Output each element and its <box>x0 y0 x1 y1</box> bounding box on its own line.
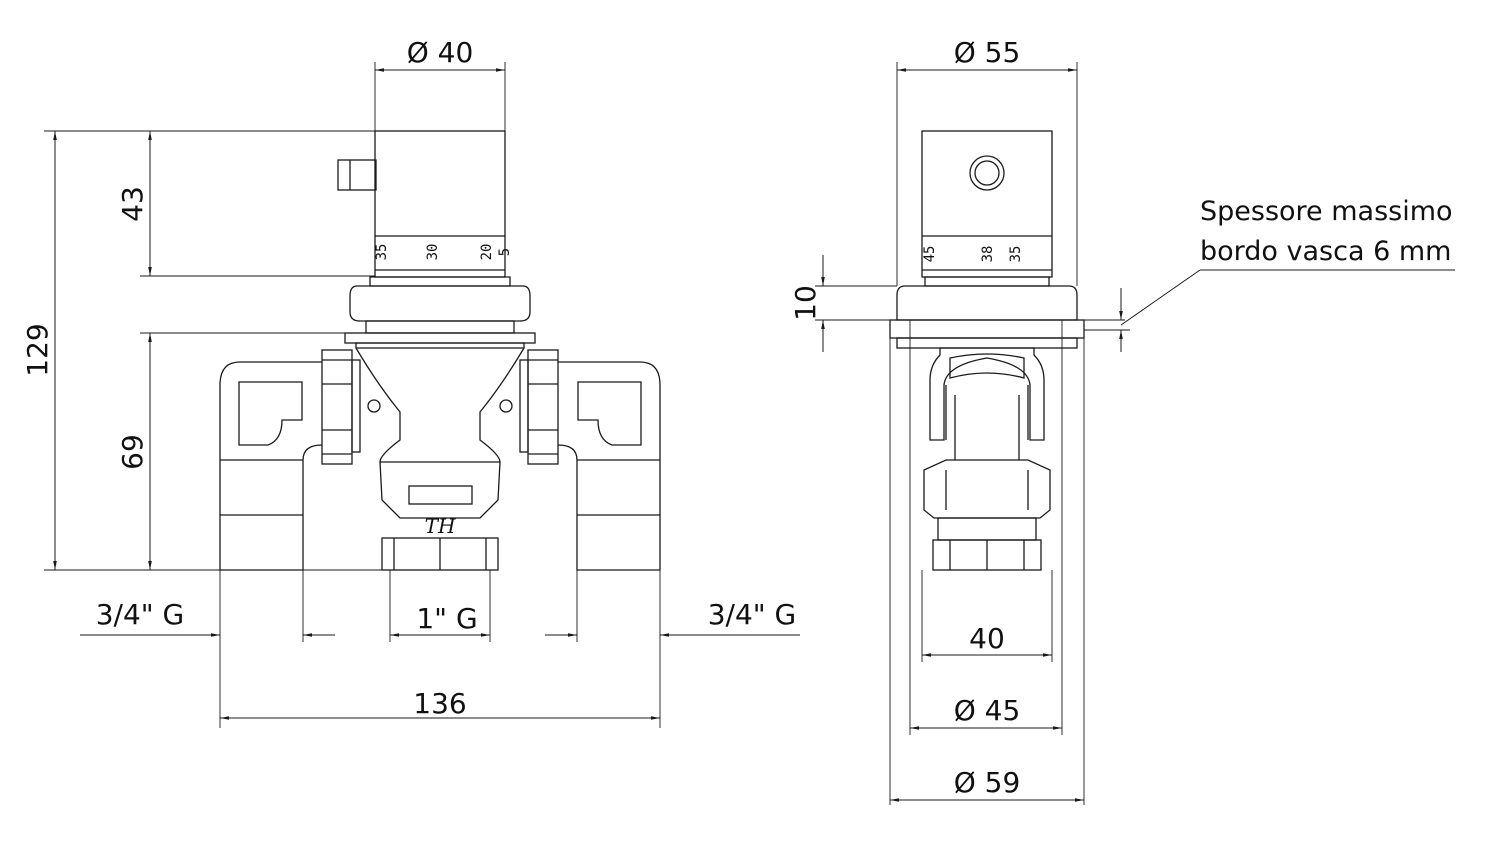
scale-mark: 35 <box>374 244 390 261</box>
dim-left-thread: 3/4" G <box>96 598 185 631</box>
dim-mid-diameter: Ø 45 <box>954 694 1021 727</box>
dim-top-diameter: Ø 55 <box>954 36 1021 69</box>
scale-mark: 35 <box>1008 246 1024 263</box>
dim-inner-width: 40 <box>969 622 1005 655</box>
side-body <box>929 347 1045 441</box>
front-view: 35 30 20 5 <box>21 36 800 728</box>
scale-mark: 5 <box>497 248 513 256</box>
right-union-nut <box>519 349 559 465</box>
dim-height-lower: 69 <box>116 434 149 470</box>
front-scale: 35 30 20 5 <box>374 244 513 261</box>
side-view: 45 38 35 <box>789 36 1455 805</box>
left-pipe <box>219 361 323 571</box>
scale-mark: 38 <box>980 246 996 263</box>
flange-ring <box>365 320 515 334</box>
right-pipe <box>557 361 661 571</box>
label-plate <box>408 485 473 505</box>
dim-right-thread: 3/4" G <box>708 598 797 631</box>
bezel <box>349 285 531 322</box>
dim-center-thread: 1" G <box>416 602 477 635</box>
valve-body <box>355 347 525 463</box>
button-icon <box>969 155 1005 191</box>
dim-overall-width: 136 <box>413 687 466 720</box>
dim-height-top: 43 <box>116 186 149 222</box>
left-union-nut <box>321 349 361 465</box>
button-icon <box>337 159 377 191</box>
side-bezel <box>896 285 1078 321</box>
pin-hole-icon <box>367 399 381 413</box>
note-line-1: Spessore massimo <box>1200 196 1453 227</box>
scale-mark: 45 <box>922 246 938 263</box>
pin-hole-icon <box>499 399 513 413</box>
brand-logo: TH <box>425 514 456 538</box>
scale-mark: 30 <box>425 244 441 261</box>
dim-flange-height: 10 <box>789 285 822 321</box>
side-scale: 45 38 35 <box>922 246 1024 263</box>
side-flange <box>889 319 1085 339</box>
scale-mark: 20 <box>479 244 495 261</box>
note-line-2: bordo vasca 6 mm <box>1200 236 1451 267</box>
dim-height-total: 129 <box>21 323 54 376</box>
flange <box>344 332 536 344</box>
dim-knob-diameter: Ø 40 <box>407 36 474 69</box>
dim-bottom-diameter: Ø 59 <box>954 766 1021 799</box>
